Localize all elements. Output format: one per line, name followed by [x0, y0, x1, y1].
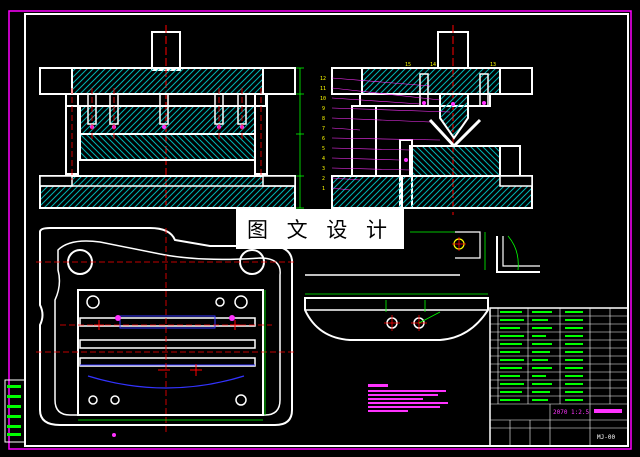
title-block-scale: 2070 1:2.5 — [553, 409, 590, 416]
part-no-1: 1 — [322, 186, 325, 192]
part-no-9: 9 — [322, 106, 325, 112]
workpiece-view — [304, 293, 489, 341]
inner-frame — [24, 13, 629, 447]
side-legend — [4, 379, 26, 443]
part-no-13: 13 — [490, 62, 496, 68]
part-no-11: 11 — [320, 86, 326, 92]
part-no-12: 12 — [320, 76, 326, 82]
part-no-10: 10 — [320, 96, 326, 102]
watermark-text: 图 文 设 计 — [246, 218, 394, 242]
watermark-logo: 图 文 设 计 — [236, 209, 404, 249]
title-block — [489, 307, 629, 447]
part-no-5: 5 — [322, 146, 325, 152]
part-no-14: 14 — [430, 62, 436, 68]
technical-notes — [368, 384, 448, 412]
plan-view — [36, 227, 296, 437]
part-no-7: 7 — [322, 126, 325, 132]
part-no-15: 15 — [405, 62, 411, 68]
front-section-view — [39, 25, 304, 209]
side-section-view: 12 11 10 9 8 7 6 5 4 3 2 1 15 14 13 — [320, 25, 533, 215]
part-no-4: 4 — [322, 156, 325, 162]
part-no-2: 2 — [322, 176, 325, 182]
part-no-6: 6 — [322, 136, 325, 142]
outer-frame — [8, 10, 632, 450]
detail-view — [305, 231, 540, 276]
title-block-code: MJ-00 — [597, 434, 616, 441]
part-no-3: 3 — [322, 166, 325, 172]
part-no-8: 8 — [322, 116, 325, 122]
